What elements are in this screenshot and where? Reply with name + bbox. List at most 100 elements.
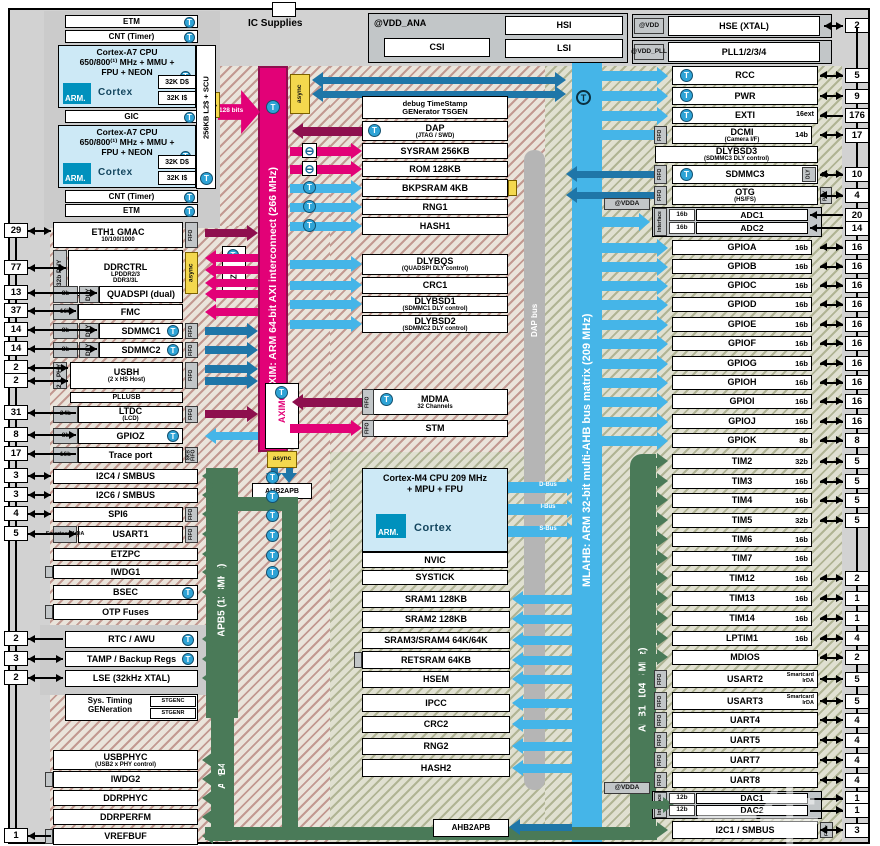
periph-pwr[interactable]: PWR (672, 87, 818, 105)
bus-arrowhead[interactable] (247, 372, 258, 389)
arrowhead[interactable] (820, 715, 827, 724)
trustzone-icon[interactable]: T (266, 528, 279, 542)
pin-connector[interactable] (820, 759, 843, 762)
periph-tim7[interactable]: TIM7 (672, 551, 812, 566)
pin-connector[interactable] (28, 677, 63, 680)
bus-arrowhead[interactable] (657, 295, 668, 314)
pin-connector[interactable] (820, 342, 843, 345)
arrowhead[interactable] (836, 417, 843, 425)
pin-connector[interactable] (28, 348, 97, 351)
periph-dlybsd3[interactable]: DLYBSD3(SDMMC3 DLY control) (655, 146, 818, 163)
pin-count[interactable]: 4 (845, 752, 869, 768)
pin-connector[interactable] (28, 638, 63, 641)
pin-count[interactable]: 2 (4, 631, 28, 646)
bus-arrowhead[interactable] (351, 160, 362, 177)
arrowhead[interactable] (836, 320, 843, 328)
bus-arrowhead[interactable] (567, 521, 578, 540)
arrowhead[interactable] (836, 735, 843, 744)
fifo-tag[interactable]: FIFO (185, 526, 198, 543)
center-dlybsd1[interactable]: DLYBSD1(SDMMC1 DLY control) (362, 296, 508, 313)
pin-connector[interactable] (820, 637, 843, 640)
pin-count[interactable]: 16 (845, 394, 869, 409)
arrowhead[interactable] (28, 471, 35, 480)
center-rng2[interactable]: RNG2 (362, 738, 510, 755)
arrowhead[interactable] (28, 509, 35, 518)
bus-arrow-body[interactable] (508, 503, 567, 515)
bus-arrow-body[interactable] (638, 496, 657, 505)
arrowhead[interactable] (69, 306, 76, 315)
periph-iwdg1[interactable]: IWDG1 (53, 565, 198, 579)
bus-arrow-body[interactable] (323, 90, 555, 98)
ic-supplies-label[interactable]: IC Supplies (248, 18, 303, 29)
bus-arrowhead[interactable] (351, 315, 362, 332)
periph-rcc[interactable]: RCC (672, 66, 818, 85)
bus-arrowhead[interactable] (657, 66, 668, 85)
arrowhead[interactable] (28, 344, 35, 353)
bus-arrowhead[interactable] (512, 591, 523, 607)
bus-arrow-body[interactable] (290, 202, 351, 212)
pin-count[interactable]: 14 (4, 322, 28, 337)
bus-arrow-body[interactable] (638, 756, 657, 764)
bits-tag[interactable]: 12b (669, 805, 695, 816)
periph-fmc[interactable]: FMC (78, 304, 183, 320)
etm-block[interactable]: ETM (65, 15, 198, 28)
cortex-logo[interactable]: Cortex (98, 167, 133, 178)
arrowhead[interactable] (810, 210, 817, 219)
width-tag[interactable]: 24b (53, 406, 78, 423)
bits-label[interactable]: 16b (795, 299, 808, 309)
periph-bsec[interactable]: BSEC (53, 585, 198, 600)
periph-tim6[interactable]: TIM6 (672, 532, 812, 547)
supply-tag[interactable]: @VDD (634, 18, 664, 34)
arrowhead[interactable] (836, 397, 843, 405)
trustzone-icon[interactable]: T (182, 653, 194, 665)
apb-junction[interactable] (238, 497, 298, 511)
bus-arrowhead[interactable] (202, 468, 213, 484)
arrowhead[interactable] (836, 696, 843, 705)
periph-quadspi-dual-[interactable]: QUADSPI (dual) (99, 286, 183, 303)
bus-arrowhead[interactable] (555, 71, 566, 88)
bus-arrow-body[interactable] (205, 410, 247, 418)
bus-arrow-body[interactable] (600, 358, 657, 369)
bus-arrow-body[interactable] (523, 636, 572, 645)
pin-count[interactable]: 4 (845, 712, 869, 728)
aximc-trustzone-icon[interactable]: T (275, 386, 288, 399)
fifo-tag[interactable]: FIFO (654, 165, 667, 184)
bus-arrowhead[interactable] (202, 487, 213, 503)
bus-arrow-body[interactable] (638, 477, 657, 486)
cortex-logo[interactable]: Cortex (98, 87, 133, 98)
l2-cache-strip[interactable] (196, 45, 216, 189)
bus-arrow-body[interactable] (638, 736, 657, 744)
bus-arrow-body[interactable] (600, 435, 657, 446)
fifo-tag[interactable]: FIFO (654, 772, 667, 788)
bus-arrowhead[interactable] (657, 821, 668, 838)
bus-arrow-body[interactable] (638, 675, 657, 683)
center-retsram-64kb[interactable]: RETSRAM 64KB (362, 651, 510, 669)
pin-count[interactable]: 4 (4, 506, 28, 521)
width-tag[interactable]: 8b (53, 286, 78, 303)
bus-arrow-body[interactable] (205, 327, 247, 335)
periph-tim5[interactable]: TIM5 (672, 513, 812, 528)
periph-tim4[interactable]: TIM4 (672, 493, 812, 508)
pin-count[interactable]: 8 (4, 427, 28, 442)
arrowhead[interactable] (836, 378, 843, 386)
cpu-axi-arrow-label[interactable]: 128 bits (219, 107, 244, 114)
fifo-tag[interactable]: FIFO (654, 186, 667, 205)
pin-count[interactable]: 5 (845, 68, 869, 83)
periph-tim3[interactable]: TIM3 (672, 474, 812, 489)
bus-arrowhead[interactable] (657, 550, 668, 566)
periph-tim14[interactable]: TIM14 (672, 611, 812, 626)
periph-i2c4-smbus[interactable]: I2C4 / SMBUS (53, 469, 198, 484)
bus-arrowhead[interactable] (351, 296, 362, 312)
pin-connector[interactable] (820, 700, 843, 703)
bus-arrow-body[interactable] (290, 260, 351, 269)
arrowhead[interactable] (836, 436, 843, 444)
arrowhead[interactable] (820, 574, 827, 582)
pin-count[interactable]: 5 (4, 526, 28, 541)
arrowhead[interactable] (56, 654, 63, 663)
arm-logo[interactable]: ARM. (63, 83, 91, 104)
arrowhead[interactable] (69, 529, 76, 538)
fifo-tag[interactable]: FIFO (362, 420, 374, 437)
bus-arrow-body[interactable] (523, 675, 572, 684)
tzc-label[interactable]: TZC (229, 268, 239, 284)
bus-arrow-body[interactable] (638, 776, 657, 784)
